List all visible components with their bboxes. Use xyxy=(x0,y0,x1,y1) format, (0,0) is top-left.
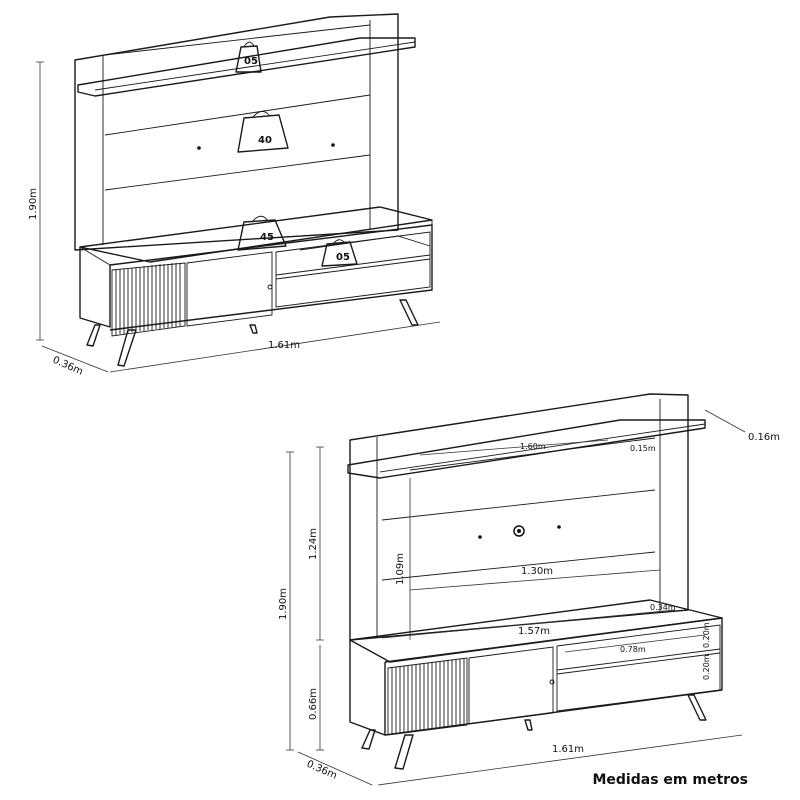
leg xyxy=(394,734,414,770)
dim-top-depth: 0.34m xyxy=(650,603,676,612)
plain-door xyxy=(468,646,554,725)
plain-door xyxy=(186,251,273,327)
slatted-door xyxy=(387,657,468,736)
dim-shelf-depth: 0.15m xyxy=(630,444,656,453)
weight-block: 05 xyxy=(321,239,358,267)
dim-tv-width: 1.30m xyxy=(521,566,553,577)
dim-total-height: 1.90m xyxy=(278,588,289,620)
dim-base-height: 0.66m xyxy=(308,688,319,720)
weight-block: 45 xyxy=(237,215,287,251)
dim-width: 1.61m xyxy=(552,744,584,755)
leg xyxy=(524,719,533,731)
dim-niche-width: 0.78m xyxy=(620,645,646,654)
dim-niche-height-bottom: 0.20m xyxy=(702,654,711,680)
open-niche xyxy=(275,231,431,308)
weight-block: 40 xyxy=(237,111,289,153)
units-note: Medidas em metros xyxy=(592,772,748,788)
svg-text:05: 05 xyxy=(336,252,350,263)
leg xyxy=(687,694,707,721)
svg-text:45: 45 xyxy=(260,232,274,243)
dim-width: 1.61m xyxy=(268,340,300,351)
weight-block: 05 xyxy=(235,41,262,73)
leg xyxy=(249,324,258,334)
dim-tv-height: 1.09m xyxy=(395,553,406,585)
tv-stand-view-dimensions: 1.60m 0.15m 0.16m 1.09m 1.30m 1.57m 0.34… xyxy=(278,393,780,786)
svg-text:40: 40 xyxy=(258,135,272,146)
dim-panel-height: 1.24m xyxy=(308,528,319,560)
open-niche xyxy=(556,624,721,712)
dim-height: 1.90m xyxy=(28,188,39,220)
dim-top-width: 1.57m xyxy=(518,626,550,637)
leg xyxy=(86,324,101,347)
leg xyxy=(117,329,137,367)
leg xyxy=(399,299,419,326)
dim-depth: 0.36m xyxy=(51,355,85,378)
svg-text:05: 05 xyxy=(244,56,258,67)
top-shelf xyxy=(77,37,416,97)
back-panel xyxy=(349,393,689,641)
dim-niche-height-top: 0.20m xyxy=(702,622,711,648)
slatted-door xyxy=(111,262,186,337)
tv-stand-view-load: 05 40 45 05 1.90m 0.36m 1.61m xyxy=(28,13,441,378)
dim-shelf-width: 1.60m xyxy=(520,442,546,451)
leg xyxy=(361,729,376,750)
dim-panel-depth: 0.16m xyxy=(748,432,780,443)
top-shelf xyxy=(347,419,706,479)
